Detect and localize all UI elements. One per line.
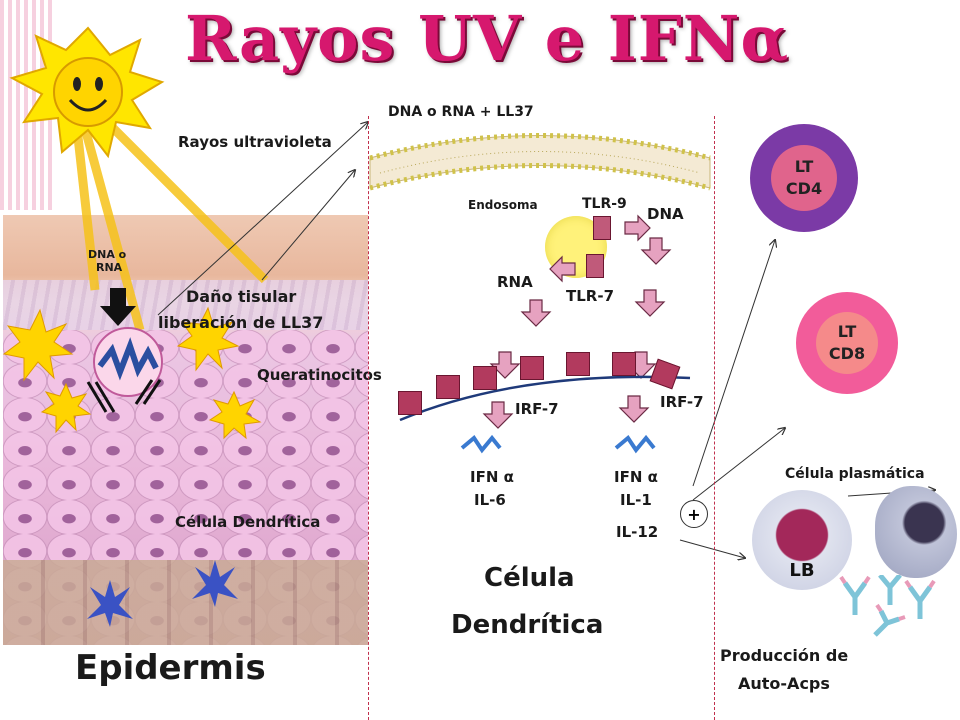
nuclear-pore-square [398,391,422,415]
label-il12: IL-12 [616,523,659,541]
page-title: Rayos UV e IFNα [185,2,790,75]
label-tlr9: TLR-9 [582,196,627,212]
lt-cd4-line2: CD4 [785,179,823,198]
label-tlr7: TLR-7 [566,287,615,305]
label-dna-o-rna-line2: RNA [96,261,123,274]
arrow-down-icon [640,237,672,265]
lt-cd4-cell: LT CD4 [750,124,858,232]
arrow-down-icon [520,299,552,327]
tlr7-receptor-icon [586,254,604,278]
arrow-left-icon [549,255,576,283]
label-celula-dendritica-small: Célula Dendrítica [175,513,321,531]
label-irf7-left: IRF-7 [515,400,559,418]
label-il6: IL-6 [474,491,506,509]
tlr9-receptor-icon [593,216,611,240]
antibodies-icon [839,575,936,637]
ifn-molecule-icon [614,434,656,454]
arrow-down-icon [618,395,650,423]
tissue-basal-layer [3,560,368,645]
sun-face [53,57,123,127]
nuclear-pore-square [520,356,544,380]
starburst-icon [176,306,240,372]
label-produccion: Producción de [720,646,849,665]
label-dano-tisular: Daño tisular [186,287,297,306]
damaged-cell [86,327,163,413]
separator-right [714,116,715,720]
nuclear-pore-square [473,366,497,390]
label-il1: IL-1 [620,491,652,509]
label-liberacion-ll37: liberación de LL37 [158,313,324,332]
dendritic-cell-icon [87,580,133,627]
cell-membrane [369,133,711,191]
label-endosoma: Endosoma [468,198,538,212]
nucleus-membrane [399,375,691,422]
dna-release-arrow [100,288,136,326]
label-auto-acps: Auto-Acps [738,674,830,693]
label-dna: DNA [647,205,684,223]
tissue-granular-layer [3,280,368,330]
lt-cd4-line1: LT [794,157,814,176]
label-ifn-right: IFN α [614,468,658,486]
starburst-icon [40,382,92,434]
separator-left [368,116,369,720]
label-irf7-right: IRF-7 [660,393,704,411]
sun-rays [70,101,269,332]
plus-sign: + [687,504,701,524]
label-epidermis: Epidermis [75,648,266,688]
lb-label: LB [789,559,815,581]
label-queratinocitos: Queratinocitos [257,366,382,384]
lt-cd8-line1: LT [837,322,857,341]
plus-badge: + [680,500,708,528]
b-cell: LB [752,490,852,590]
arrow-right-icon [624,214,651,242]
arrow-down-icon [482,401,514,429]
label-rna: RNA [497,273,533,291]
nuclear-pore-square [566,352,590,376]
arrow-down-icon [489,351,521,379]
ifn-molecule-icon [460,434,502,454]
label-celula-plasmatica: Célula plasmática [785,466,925,482]
starburst-icon [208,390,262,440]
label-dna-o-rna-line1: DNA o [88,248,127,261]
damage-starbursts [2,306,262,440]
label-dna-rna-ll37: DNA o RNA + LL37 [388,104,534,120]
label-dendritica: Dendrítica [451,610,604,640]
plasma-cell [875,486,957,578]
dendritic-cell-icon [192,560,238,607]
nuclear-pore-square [436,375,460,399]
label-rayos-ultravioleta: Rayos ultravioleta [178,133,332,151]
arrow-down-icon [634,289,666,317]
sun-illustration [9,26,269,332]
lt-cd8-line2: CD8 [828,344,866,363]
starburst-icon [2,308,74,382]
lt-cd8-cell: LT CD8 [796,292,898,394]
label-ifn-left: IFN α [470,468,514,486]
label-celula: Célula [484,563,575,593]
nuclear-pore-square [612,352,636,376]
